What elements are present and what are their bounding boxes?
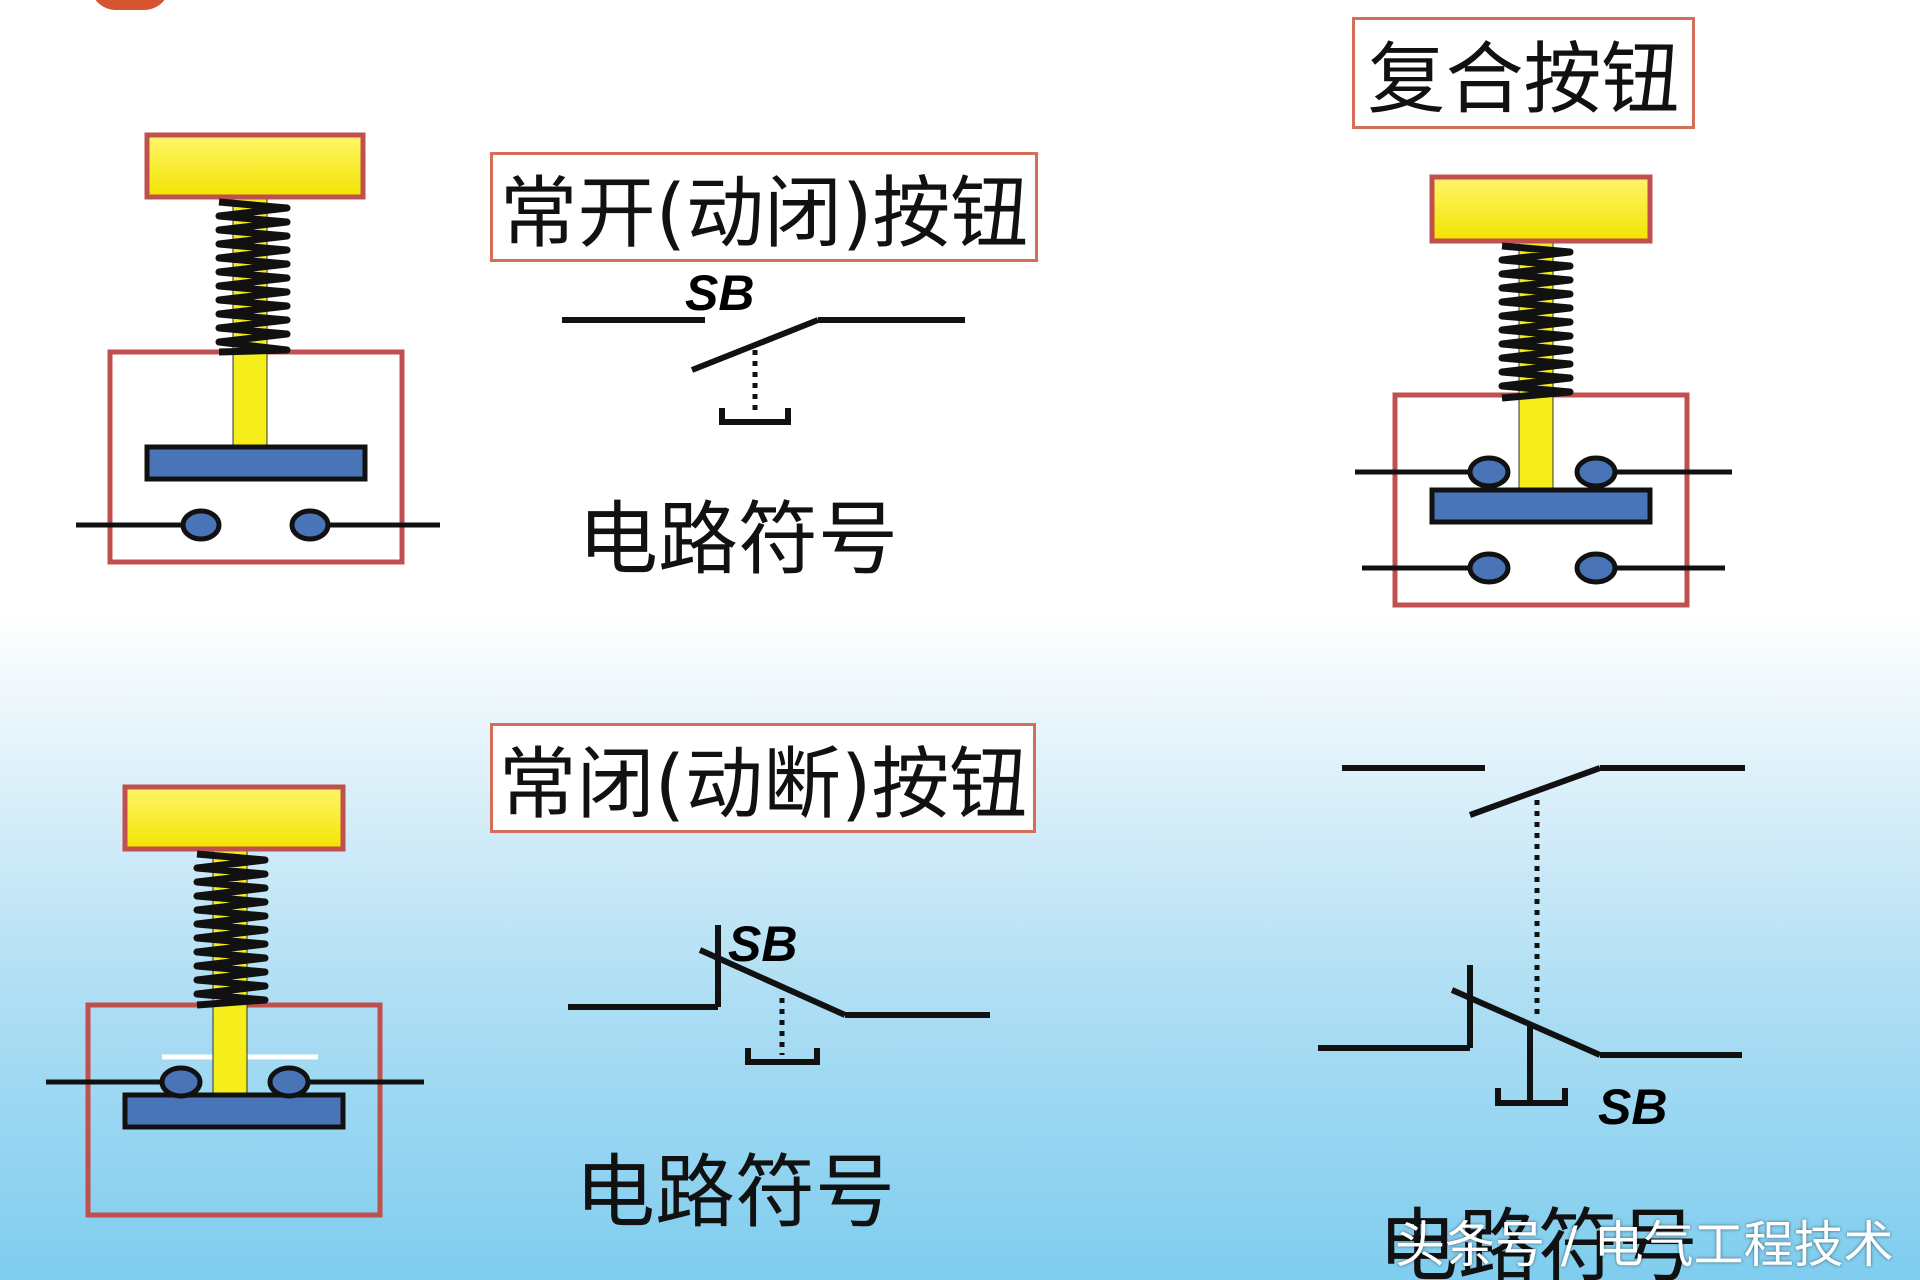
compound-circuit-symbol — [1318, 765, 1745, 1106]
no-contact-dot-icon — [289, 508, 331, 542]
sb-label-compound: SB — [1598, 1079, 1668, 1135]
no-circuit-symbol — [562, 317, 965, 425]
sb-label-normally-closed: SB — [728, 916, 798, 972]
logo-fragment — [90, 0, 170, 10]
compound-contact-dot-icon — [1467, 551, 1511, 585]
compound-spring-coil-icon — [1498, 242, 1574, 402]
compound-contact-bridge — [1429, 487, 1653, 525]
no-contact-dot-icon — [180, 508, 222, 542]
title-normally-open: 常开(动闭)按钮 — [490, 152, 1038, 262]
caption-compound: 电路符号 — [1378, 1200, 1698, 1280]
sb-label-normally-open: SB — [685, 265, 755, 321]
nc-button-cap — [122, 784, 346, 852]
nc-contact-dot-icon — [267, 1065, 311, 1099]
no-button-mechanism — [76, 132, 440, 565]
nc-contact-bridge — [122, 1092, 346, 1130]
nc-spring-coil-icon — [193, 850, 269, 1009]
compound-contact-dot-icon — [1467, 455, 1511, 489]
title-normally-closed: 常闭(动断)按钮 — [490, 723, 1036, 833]
caption-normally-open: 电路符号 — [578, 493, 898, 586]
nc-contact-dot-icon — [159, 1065, 203, 1099]
compound-contact-dot-icon — [1574, 551, 1618, 585]
no-spring-coil-icon — [215, 198, 291, 356]
nc-circuit-symbol — [568, 925, 990, 1065]
caption-normally-closed: 电路符号 — [575, 1146, 895, 1239]
no-contact-bridge — [144, 444, 368, 482]
compound-contact-dot-icon — [1574, 455, 1618, 489]
watermark-text: 头条号 / 电气工程技术 — [1395, 1216, 1894, 1274]
compound-button-cap — [1429, 174, 1653, 244]
title-compound: 复合按钮 — [1352, 17, 1695, 129]
compound-button-mechanism — [1355, 174, 1732, 608]
no-button-cap — [144, 132, 366, 200]
nc-button-mechanism — [46, 784, 424, 1218]
